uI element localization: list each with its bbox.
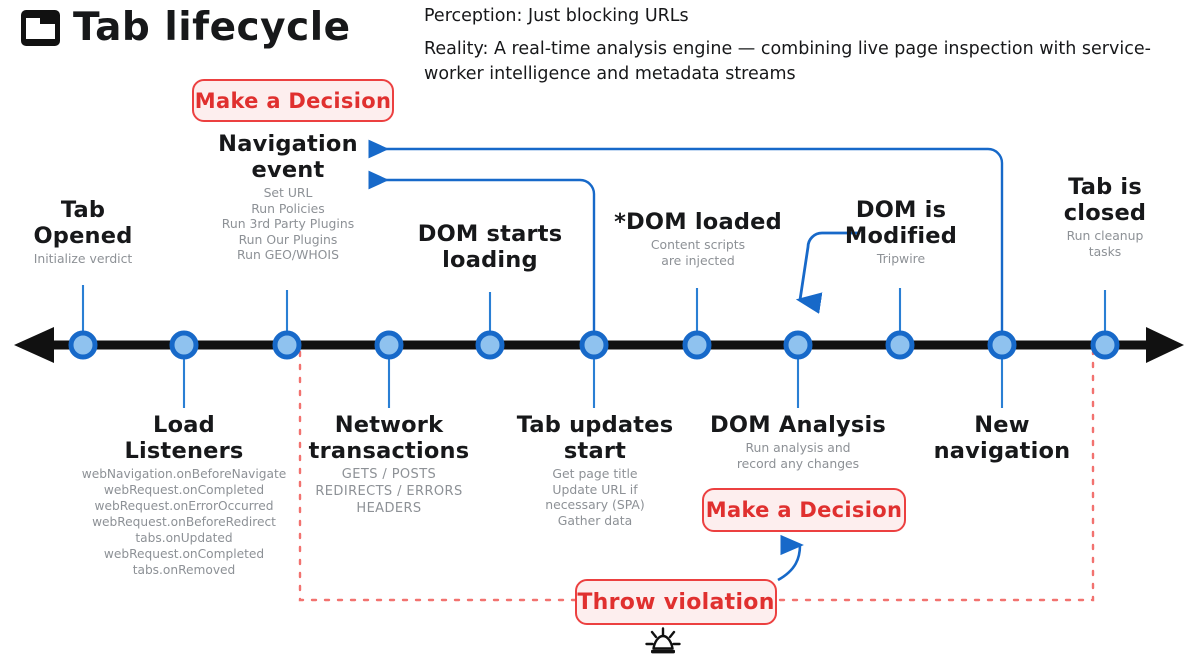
event-sub: Run analysis and record any changes [736,440,860,471]
timeline-node-11[interactable] [1090,330,1120,360]
timeline-node-8[interactable] [783,330,813,360]
event-label-dom-is-modified: DOM is Modified Tripwire [820,197,982,267]
event-label-load-listeners: Load Listeners webNavigation.onBeforeNav… [74,412,294,578]
event-title: Tab is closed [1063,174,1147,226]
timeline-node-7[interactable] [682,330,712,360]
page-title-row: Tab lifecycle [18,6,351,50]
event-sub: Initialize verdict [33,251,133,266]
timeline-node-5[interactable] [475,330,505,360]
event-sub: Get page title Update URL if necessary (… [545,466,645,528]
node-connectors [81,285,1107,408]
timeline-axis [14,327,1184,363]
event-label-tab-opened: Tab Opened Initialize verdict [8,197,158,267]
alarm-light-icon [645,627,681,657]
browser-tab-icon [18,9,63,47]
event-label-dom-analysis: DOM Analysis Run analysis and record any… [700,412,896,471]
timeline-nodes[interactable] [68,330,1120,360]
timeline-node-1[interactable] [68,330,98,360]
timeline-node-2[interactable] [169,330,199,360]
event-title: Network transactions [308,412,470,464]
event-title: DOM Analysis [710,412,886,438]
event-sub: Set URL Run Policies Run 3rd Party Plugi… [221,185,355,262]
event-title: DOM starts loading [417,221,563,273]
event-label-tab-is-closed: Tab is closed Run cleanup tasks [1038,174,1172,259]
intro-block: Perception: Just blocking URLs Reality: … [424,4,1184,96]
event-sub: GETS / POSTS REDIRECTS / ERRORS HEADERS [315,467,463,516]
badge-make-a-decision-bottom[interactable]: Make a Decision [702,488,906,532]
event-title: Tab updates start [516,412,674,464]
timeline-node-10[interactable] [987,330,1017,360]
page-title: Tab lifecycle [73,5,351,50]
event-sub: Run cleanup tasks [1066,228,1144,259]
event-label-new-navigation: New navigation [912,412,1092,466]
event-title: Navigation event [218,131,358,183]
arrow-violation-to-decision [777,534,804,582]
event-label-navigation-event: Navigation event Set URL Run Policies Ru… [202,131,374,263]
event-sub: Tripwire [876,251,926,266]
event-title: New navigation [933,412,1071,464]
event-title: Tab Opened [33,197,133,249]
badge-make-a-decision-top[interactable]: Make a Decision [192,79,394,122]
timeline-node-4[interactable] [374,330,404,360]
intro-line-perception: Perception: Just blocking URLs [424,6,689,26]
event-sub: webNavigation.onBeforeNavigate webReques… [81,467,287,577]
timeline-node-9[interactable] [885,330,915,360]
event-label-dom-loaded: *DOM loaded Content scripts are injected [614,209,782,268]
event-title: Load Listeners [124,412,244,464]
intro-line-reality: Reality: A real-time analysis engine — c… [424,39,1151,84]
event-label-tab-updates-start: Tab updates start Get page title Update … [510,412,680,528]
event-title: DOM is Modified [844,197,958,249]
badge-throw-violation[interactable]: Throw violation [575,579,777,625]
event-label-network-transactions: Network transactions GETS / POSTS REDIRE… [296,412,482,517]
event-label-dom-starts-loading: DOM starts loading [404,221,576,275]
timeline-node-3[interactable] [272,330,302,360]
timeline-node-6[interactable] [579,330,609,360]
event-title: *DOM loaded [614,209,782,235]
event-sub: Content scripts are injected [650,237,746,268]
